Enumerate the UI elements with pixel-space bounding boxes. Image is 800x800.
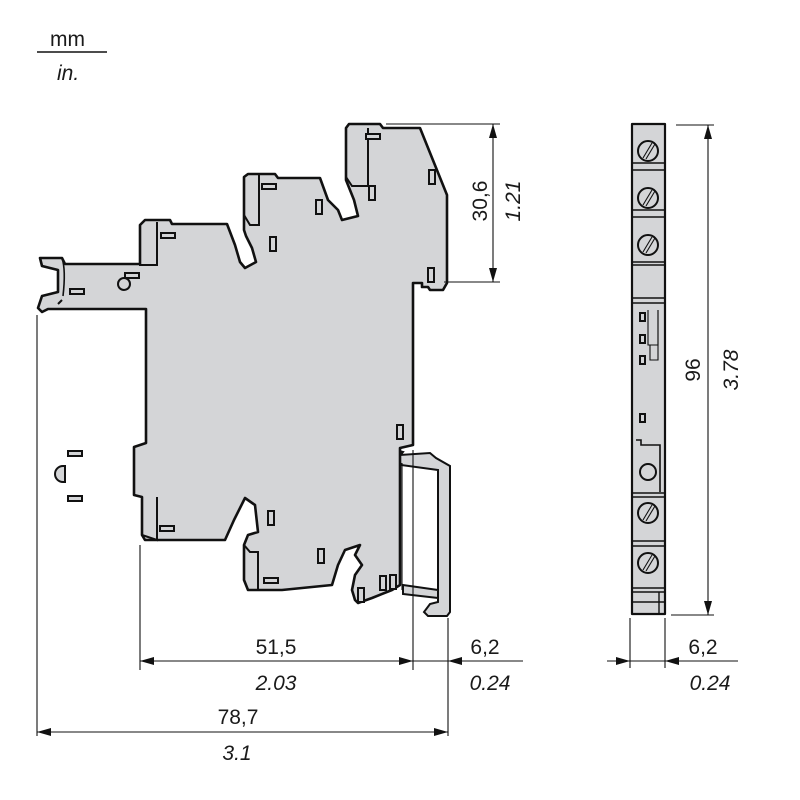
svg-text:51,5: 51,5	[256, 636, 297, 659]
dimension-30-6: 30,6 1.21	[386, 123, 525, 283]
front-view-relay-socket	[36, 122, 451, 617]
svg-text:3.78: 3.78	[720, 349, 743, 390]
screw-terminal-1	[632, 140, 665, 171]
svg-text:30,6: 30,6	[469, 181, 492, 222]
unit-mm: mm	[50, 28, 85, 51]
svg-text:78,7: 78,7	[218, 706, 259, 729]
svg-text:96: 96	[682, 358, 705, 381]
unit-in: in.	[57, 62, 79, 85]
side-view-relay-socket	[630, 122, 667, 616]
screw-icon	[637, 502, 659, 524]
dimension-51-5: 51,5 2.03	[139, 450, 414, 695]
screw-icon	[637, 187, 659, 209]
screw-icon	[637, 140, 659, 162]
svg-text:2.03: 2.03	[255, 672, 297, 695]
din-rail-clip-icon	[391, 448, 451, 617]
dimension-78-7: 78,7 3.1	[36, 315, 448, 765]
svg-text:0.24: 0.24	[470, 672, 511, 695]
screw-terminal-3	[632, 234, 665, 266]
svg-text:6,2: 6,2	[688, 636, 717, 659]
socket-body	[36, 122, 449, 605]
led-icon	[54, 465, 66, 483]
svg-text:6,2: 6,2	[470, 636, 499, 659]
dimension-96: 96 3.78	[671, 124, 743, 616]
indicator-circle	[117, 277, 131, 291]
dimension-6-2-side: 6,2 0.24	[607, 618, 738, 695]
svg-text:1.21: 1.21	[502, 181, 525, 222]
screw-terminal-2	[632, 187, 665, 218]
svg-text:3.1: 3.1	[222, 742, 251, 765]
screw-icon	[637, 234, 659, 256]
screw-terminal-5	[637, 552, 659, 574]
screw-terminal-4	[637, 502, 659, 524]
screw-icon	[637, 552, 659, 574]
svg-text:0.24: 0.24	[690, 672, 731, 695]
units-legend: mm in.	[37, 28, 107, 85]
dimension-6-2-rail: 6,2 0.24	[413, 618, 523, 736]
